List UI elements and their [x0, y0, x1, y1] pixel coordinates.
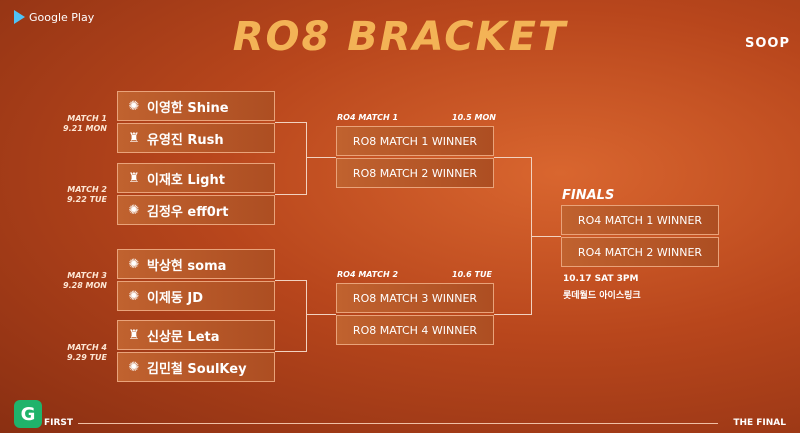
google-play-badge: Google Play: [14, 10, 94, 24]
finals-slot: RO4 MATCH 1 WINNER: [561, 205, 719, 235]
match-1-title: MATCH 1: [67, 114, 107, 123]
match-1-date: 9.21 MON: [63, 124, 107, 133]
finals-date: 10.17 SAT 3PM: [563, 274, 639, 284]
ro4-match-1-date: 10.5 MON: [452, 113, 496, 122]
connector-line: [306, 122, 307, 195]
player-slot: ✺ 이영한 Shine: [117, 91, 275, 121]
match-4-date: 9.29 TUE: [67, 353, 107, 362]
match-4-title: MATCH 4: [67, 343, 107, 352]
match-1-label: MATCH 1 9.21 MON: [12, 114, 107, 134]
connector-line: [306, 157, 336, 158]
player-slot: ✺ 이제동 JD: [117, 281, 275, 311]
page-title: RO8 BRACKET: [232, 14, 568, 60]
zerg-icon: ✺: [128, 98, 140, 114]
terran-icon: ♜: [128, 170, 140, 186]
footer-right-label: THE FINAL: [733, 418, 786, 428]
player-slot: ✺ 김정우 eff0rt: [117, 195, 275, 225]
player-name: 박상현 soma: [147, 258, 227, 274]
connector-line: [306, 314, 336, 315]
player-slot: ♜ 유영진 Rush: [117, 123, 275, 153]
brand-logo: SOOP: [745, 36, 790, 51]
player-name: 유영진 Rush: [147, 132, 224, 148]
app-logo: G: [14, 400, 42, 428]
ro4-slot: RO8 MATCH 4 WINNER: [336, 315, 494, 345]
connector-line: [275, 351, 307, 352]
app-logo-letter: G: [20, 403, 36, 425]
finals-slot: RO4 MATCH 2 WINNER: [561, 237, 719, 267]
footer-divider: [78, 423, 718, 424]
connector-line: [275, 280, 307, 281]
terran-icon: ♜: [128, 327, 140, 343]
match-4-label: MATCH 4 9.29 TUE: [12, 343, 107, 363]
connector-line: [275, 194, 307, 195]
player-slot: ✺ 김민철 SoulKey: [117, 352, 275, 382]
ro4-match-1-label: RO4 MATCH 1: [337, 113, 399, 122]
player-slot: ✺ 박상현 soma: [117, 249, 275, 279]
player-name: 신상문 Leta: [147, 329, 220, 345]
play-store-icon: [14, 10, 25, 24]
finals-label: FINALS: [562, 188, 615, 203]
finals-venue: 롯데월드 아이스링크: [563, 291, 641, 301]
player-name: 김민철 SoulKey: [147, 361, 247, 377]
match-3-label: MATCH 3 9.28 MON: [12, 271, 107, 291]
ro4-slot: RO8 MATCH 2 WINNER: [336, 158, 494, 188]
connector-line: [275, 122, 307, 123]
match-2-label: MATCH 2 9.22 TUE: [12, 185, 107, 205]
match-2-title: MATCH 2: [67, 185, 107, 194]
terran-icon: ♜: [128, 130, 140, 146]
zerg-icon: ✺: [128, 359, 140, 375]
player-name: 이영한 Shine: [147, 100, 229, 116]
match-3-date: 9.28 MON: [63, 281, 107, 290]
zerg-icon: ✺: [128, 288, 140, 304]
player-name: 이재호 Light: [147, 172, 225, 188]
footer-left-label: FIRST: [44, 418, 74, 428]
player-slot: ♜ 이재호 Light: [117, 163, 275, 193]
ro4-slot: RO8 MATCH 1 WINNER: [336, 126, 494, 156]
ro4-match-2-date: 10.6 TUE: [452, 270, 492, 279]
connector-line: [531, 236, 561, 237]
player-name: 이제동 JD: [147, 290, 204, 306]
player-name: 김정우 eff0rt: [147, 204, 229, 220]
match-2-date: 9.22 TUE: [67, 195, 107, 204]
connector-line: [494, 157, 532, 158]
ro4-match-2-label: RO4 MATCH 2: [337, 270, 399, 279]
zerg-icon: ✺: [128, 202, 140, 218]
connector-line: [494, 314, 532, 315]
zerg-icon: ✺: [128, 256, 140, 272]
match-3-title: MATCH 3: [67, 271, 107, 280]
connector-line: [306, 280, 307, 352]
ro4-slot: RO8 MATCH 3 WINNER: [336, 283, 494, 313]
store-label: Google Play: [29, 10, 95, 24]
player-slot: ♜ 신상문 Leta: [117, 320, 275, 350]
